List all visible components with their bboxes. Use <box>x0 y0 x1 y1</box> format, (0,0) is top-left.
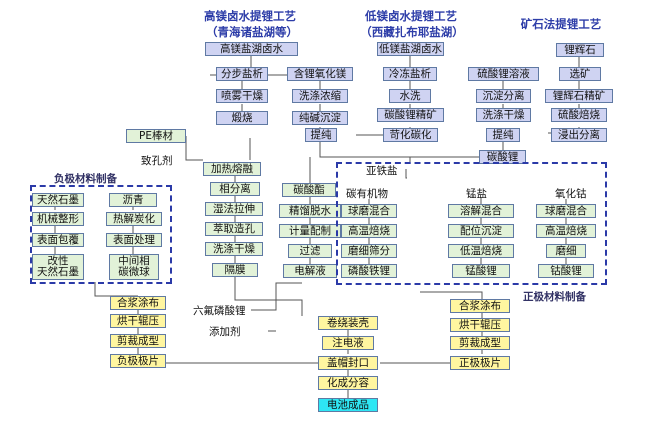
node-lco-ball-mill: 球磨混合 <box>536 204 596 218</box>
node-low-mg-brine: 低镁盐湖卤水 <box>377 42 444 56</box>
anode-section-title: 负极材料制备 <box>54 173 117 185</box>
header-low-mg-process: 低镁卤水提锂工艺 <box>365 9 457 23</box>
node-anode-dry-roll: 烘干辊压 <box>110 314 166 328</box>
mcmb-line2: 碳微球 <box>118 266 150 278</box>
node-pe-material: PE棒材 <box>126 129 186 143</box>
node-filter: 过滤 <box>288 244 332 258</box>
label-cobalt-oxide: 氧化钴 <box>555 188 587 200</box>
node-spodumene-concentrate: 锂辉石精矿 <box>545 89 613 103</box>
node-ore-purify: 提纯 <box>486 128 520 142</box>
node-cathode-dry-roll: 烘干辊压 <box>450 318 510 332</box>
node-causticize-carbonize: 苛化碳化 <box>383 128 438 142</box>
node-cathode-cut-form: 剪裁成型 <box>450 336 510 350</box>
node-freeze-salting: 冷冻盐析 <box>383 67 437 81</box>
node-wash-dry: 洗涤干燥 <box>476 108 531 122</box>
node-mechanical-shaping: 机械整形 <box>32 212 84 226</box>
node-stepwise-salting: 分步盐析 <box>216 67 268 81</box>
node-extract-pore: 萃取造孔 <box>205 222 263 236</box>
node-water-wash: 水洗 <box>389 89 431 103</box>
node-separator: 隔膜 <box>212 263 258 277</box>
node-lmo: 锰酸锂 <box>452 264 510 278</box>
node-sep-wash-dry: 洗涤干燥 <box>205 242 263 256</box>
label-mn-salt: 锰盐 <box>466 188 487 200</box>
node-modified-graphite: 改性 天然石墨 <box>32 254 84 280</box>
node-electrolyte: 电解液 <box>283 264 337 278</box>
node-anode-slurry-coat: 合浆涂布 <box>110 296 166 310</box>
node-lfp: 磷酸铁锂 <box>341 264 397 278</box>
node-cathode-slurry-coat: 合浆涂布 <box>450 299 510 313</box>
header-ore-process: 矿石法提锂工艺 <box>520 17 602 31</box>
node-metering-mix: 计量配制 <box>279 224 341 238</box>
node-pitch: 沥青 <box>109 193 157 207</box>
node-li-sulfate-solution: 硫酸锂溶液 <box>468 67 539 81</box>
node-lmo-dissolve-mix: 溶解混合 <box>448 204 514 218</box>
node-natural-graphite: 天然石墨 <box>32 193 84 207</box>
header-high-mg-process: 高镁卤水提锂工艺 <box>204 9 296 23</box>
label-pore-agent: 致孔剂 <box>141 155 173 167</box>
header-low-mg-location: （西藏扎布耶盐湖） <box>360 25 464 39</box>
node-heat-melt: 加热熔融 <box>203 162 261 176</box>
node-beneficiation: 选矿 <box>559 67 601 81</box>
node-precip-separation: 沉淀分离 <box>476 89 531 103</box>
node-cathode-sheet: 正极极片 <box>450 356 510 370</box>
label-ferrous-salt: 亚铁盐 <box>366 165 398 177</box>
node-carbonate-ester: 碳酸酯 <box>282 183 336 197</box>
modified-graphite-line1: 改性 <box>47 255 69 267</box>
anode-section-border <box>30 185 172 284</box>
node-lmo-low-temp: 低温焙烧 <box>448 244 514 258</box>
node-finished-battery: 电池成品 <box>318 398 378 412</box>
header-high-mg-location: （青海诸盐湖等） <box>206 25 298 39</box>
node-li-carbonate-concentrate: 碳酸锂精矿 <box>377 108 444 122</box>
node-lfp-grind-sieve: 磨细筛分 <box>341 244 397 258</box>
node-cap-seal: 盖帽封口 <box>318 356 378 370</box>
node-surface-treatment: 表面处理 <box>106 233 162 247</box>
node-formation-grading: 化成分容 <box>318 376 378 390</box>
node-lmo-coordinate-precip: 配位沉淀 <box>448 224 514 238</box>
node-lco: 钴酸锂 <box>538 264 594 278</box>
node-wash-concentrate: 洗涤浓缩 <box>292 89 348 103</box>
node-lfp-high-temp: 高温焙烧 <box>341 224 397 238</box>
label-additive: 添加剂 <box>209 326 241 338</box>
node-high-mg-brine: 高镁盐湖卤水 <box>205 42 298 56</box>
node-spray-drying: 喷雾干燥 <box>216 89 268 103</box>
node-inject-electrolyte: 注电液 <box>322 336 374 350</box>
mcmb-line1: 中间相 <box>118 255 150 267</box>
cathode-section-border <box>336 162 607 285</box>
label-lipf6: 六氟磷酸锂 <box>193 305 246 317</box>
node-leach-separation: 浸出分离 <box>551 128 607 142</box>
node-phase-separation: 相分离 <box>210 182 260 196</box>
node-spodumene: 锂辉石 <box>556 43 604 57</box>
node-soda-precipitation: 纯碱沉淀 <box>292 111 348 125</box>
node-purify: 提纯 <box>305 128 337 142</box>
node-sulfate-roasting: 硫酸焙烧 <box>551 108 607 122</box>
node-lfp-ball-mill: 球磨混合 <box>341 204 397 218</box>
label-carbon-organic: 碳有机物 <box>346 188 388 200</box>
node-surface-coating: 表面包覆 <box>32 233 84 247</box>
node-mesocarbon-microbeads: 中间相 碳微球 <box>109 254 159 280</box>
cathode-section-title: 正极材料制备 <box>523 291 586 303</box>
node-pyrolysis-carbonize: 热解炭化 <box>106 212 162 226</box>
node-distill-dehydrate: 精馏脱水 <box>279 204 341 218</box>
node-lco-high-temp: 高温焙烧 <box>536 224 596 238</box>
modified-graphite-line2: 天然石墨 <box>37 266 79 278</box>
node-wet-stretch: 湿法拉伸 <box>205 202 263 216</box>
node-lco-grind: 磨细 <box>546 244 586 258</box>
node-calcination: 煅烧 <box>216 111 268 125</box>
node-anode-cut-form: 剪裁成型 <box>110 334 166 348</box>
node-wind-case: 卷绕装壳 <box>318 316 378 330</box>
node-li-mgo: 含锂氧化镁 <box>287 67 353 81</box>
node-anode-sheet: 负极极片 <box>110 354 166 368</box>
